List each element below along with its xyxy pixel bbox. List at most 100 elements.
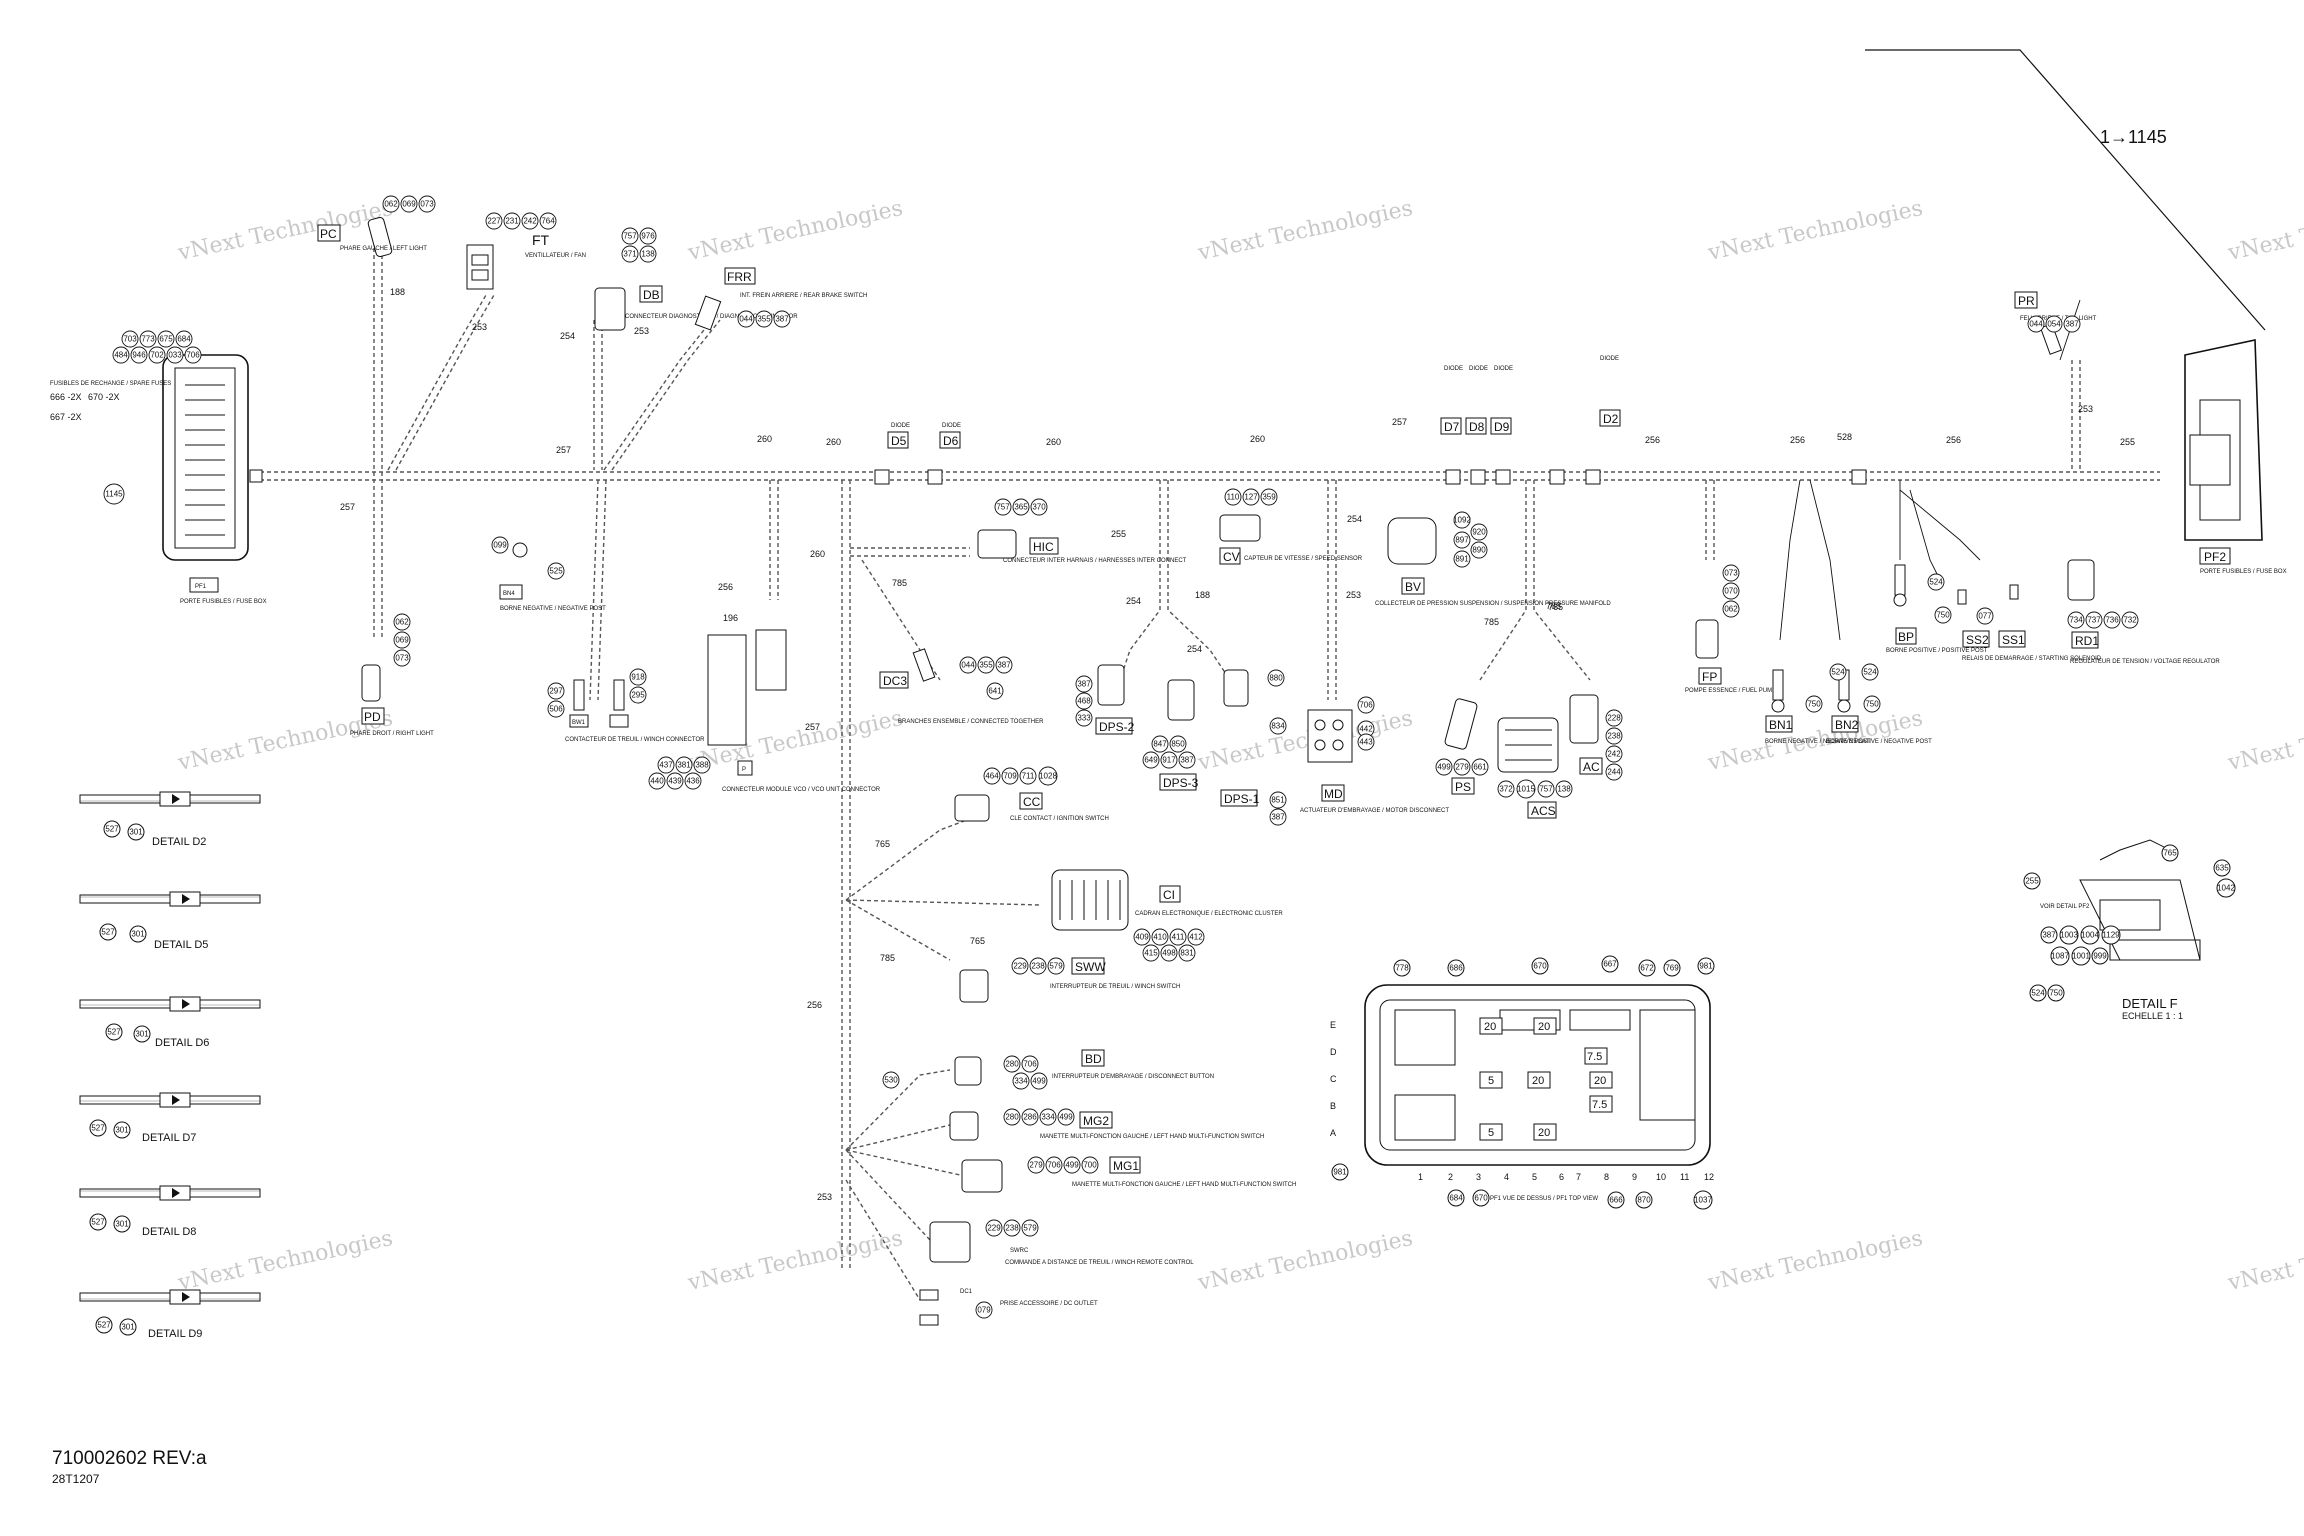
callout: 484 [112, 346, 130, 364]
harness-number: 254 [1126, 596, 1141, 606]
label-text: 527 [91, 1124, 105, 1133]
harness-number: 253 [472, 322, 487, 332]
callout: 410 [1151, 928, 1169, 946]
callout: 675 [157, 330, 175, 348]
label-text: 870 [1637, 1196, 1651, 1205]
label-text: 365 [1014, 503, 1028, 512]
harness-number: 260 [826, 437, 841, 447]
bottom-nums: 981 684 670 666 870 1037 [1331, 1163, 1713, 1210]
label-text: 736 [2105, 616, 2119, 625]
label-text: FRR [727, 270, 752, 284]
label-text: 661 [1473, 763, 1487, 772]
callout: 044 [2027, 315, 2045, 333]
connector-bp: BP BORNE POSITIVE / POSITIVE POST [1886, 564, 1988, 654]
label-text: DIODE [1600, 356, 1619, 362]
label-text: 256 [1946, 435, 1961, 445]
label-text: 387 [1077, 680, 1091, 689]
callout: 333 [1075, 709, 1093, 727]
watermark: vNext Technologies [175, 196, 395, 266]
callout: 525 [547, 562, 565, 580]
label-text: 333 [1077, 714, 1091, 723]
callout: 1015 [1516, 779, 1536, 799]
harness-number: 257 [1392, 417, 1407, 427]
connector-md: MD ACTUATEUR D'EMBRAYAGE / MOTOR DISCONN… [1300, 709, 1449, 814]
label-text: BRANCHES ENSEMBLE / CONNECTED TOGETHER [898, 719, 1044, 725]
label-text: 260 [810, 549, 825, 559]
label-text: 229 [1013, 962, 1027, 971]
callout: 917 [1160, 751, 1178, 769]
callout: 242 [521, 212, 539, 230]
label-text: 20 [1594, 1075, 1606, 1087]
detail-f: VOIR DETAIL PF2 DETAIL F ECHELLE 1 : 1 7… [2023, 839, 2236, 1021]
callout: 506 [547, 700, 565, 718]
harness-number: 256 [1946, 435, 1961, 445]
label-text: 301 [115, 1126, 129, 1135]
label-text: 757 [623, 232, 637, 241]
callout: 231 [503, 212, 521, 230]
label-text: 254 [1347, 514, 1362, 524]
callout: 229 [1011, 957, 1029, 975]
callout: 387 [773, 310, 791, 328]
callout: 736 [2103, 611, 2121, 629]
label-text: DPS-1 [1224, 792, 1260, 806]
label-text: COMMANDE A DISTANCE DE TREUIL / WINCH RE… [1005, 1260, 1194, 1266]
callout: 734 [2067, 611, 2085, 629]
callout: 355 [977, 656, 995, 674]
connector-sww: SWW INTERRUPTEUR DE TREUIL / WINCH SWITC… [959, 957, 1180, 1003]
callout: 706 [1357, 696, 1375, 714]
label-text: 073 [1724, 569, 1738, 578]
callout: 831 [1178, 944, 1196, 962]
label-text: 524 [1863, 668, 1877, 677]
label-text: 279 [1029, 1161, 1043, 1170]
label-text: PRISE ACCESSOIRE / DC OUTLET [1000, 1301, 1098, 1307]
callout: 750 [1805, 695, 1823, 713]
callout: 297 [547, 682, 565, 700]
callout: 280 [1003, 1055, 1021, 1073]
label-text: A [1330, 1128, 1336, 1138]
callout: 706 [184, 346, 202, 364]
callout: 890 [1470, 541, 1488, 559]
label-text: 464 [985, 772, 999, 781]
harness-number: 254 [1187, 644, 1202, 654]
callout: 530 [882, 1071, 900, 1089]
label-text: 527 [91, 1218, 105, 1227]
callout: 661 [1471, 758, 1489, 776]
label-text: MANETTE MULTI-FONCTION GAUCHE / LEFT HAN… [1072, 1182, 1296, 1188]
connector-cc: CC CLE CONTACT / IGNITION SWITCH [954, 792, 1109, 822]
harness-labels: 257 188 253 254 253 257 260 260 260 260 … [340, 287, 2135, 1202]
watermark-layer: vNext Technologies vNext Technologies vN… [175, 196, 2304, 1296]
part-number: 710002602 REV:a [52, 1448, 207, 1469]
diodes: DIODE D5 DIODE D6 DIODE D7 DIODE D8 DIOD… [874, 356, 1867, 485]
callout: 138 [1555, 780, 1573, 798]
label-text: 388 [695, 761, 709, 770]
label-text: CV [1223, 550, 1240, 564]
label-text: 260 [1046, 437, 1061, 447]
label-text: BORNE NEGATIVE / NEGATIVE POST [500, 606, 606, 612]
callout: 280 [1003, 1108, 1021, 1126]
detail-d8: 527 301 DETAIL D8 [79, 1185, 261, 1238]
callout: 110 [1224, 488, 1242, 506]
callout: 702 [148, 346, 166, 364]
label-text: D9 [1494, 420, 1510, 434]
harness-number: 765 [1546, 601, 1561, 611]
label-text: 253 [634, 326, 649, 336]
label-text: 412 [1189, 933, 1203, 942]
label-text: 410 [1153, 933, 1167, 942]
diode-d2: DIODE D2 [1585, 356, 1621, 485]
callout: 127 [1242, 488, 1260, 506]
watermark: vNext Technologies [685, 196, 905, 266]
label-text: CONNECTEUR MODULE VCO / VCO UNIT CONNECT… [722, 787, 881, 793]
callout: 295 [629, 686, 647, 704]
label-text: D2 [1603, 412, 1619, 426]
harness-number: 188 [390, 287, 405, 297]
connector-bv: BV COLLECTEUR DE PRESSION SUSPENSION / S… [1375, 517, 1611, 607]
callout: 062 [382, 195, 400, 213]
callout: 737 [2085, 611, 2103, 629]
label-text: 20 [1538, 1021, 1550, 1033]
callout: 238 [1605, 727, 1623, 745]
label-text: 709 [1003, 772, 1017, 781]
label-text: 527 [107, 1028, 121, 1037]
harness-number: 256 [807, 1000, 822, 1010]
label-text: ACS [1531, 804, 1556, 818]
connector-bd: BD INTERRUPTEUR D'EMBRAYAGE / DISCONNECT… [954, 1049, 1214, 1086]
